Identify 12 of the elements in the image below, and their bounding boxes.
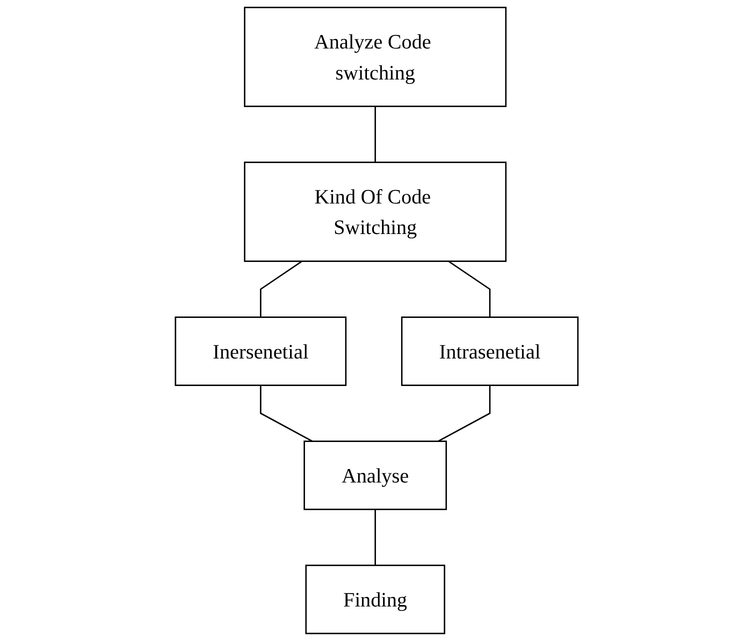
connector [260, 385, 312, 442]
node-box: Analyze Code switching [244, 6, 506, 108]
connector [374, 509, 376, 566]
node-box: Finding [305, 564, 446, 634]
connector [374, 106, 376, 162]
connector [260, 260, 302, 318]
node-box: Inersenetial [174, 316, 346, 386]
node-box: Intrasenetial [400, 316, 578, 386]
connector [438, 385, 490, 442]
connector [448, 260, 490, 318]
node-box: Analyse [303, 440, 447, 510]
node-box: Kind Of Code Switching [244, 162, 506, 262]
